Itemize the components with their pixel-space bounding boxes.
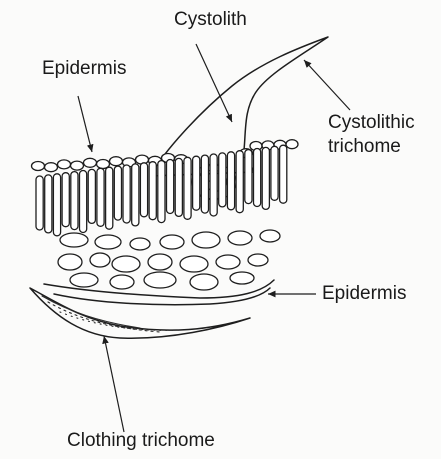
palisade-cell bbox=[80, 171, 87, 233]
palisade-cell bbox=[132, 164, 139, 226]
spongy-cell bbox=[216, 255, 240, 269]
spongy-cell bbox=[110, 275, 134, 289]
spongy-cell bbox=[148, 254, 172, 270]
palisade-cell bbox=[236, 151, 243, 213]
spongy-cell bbox=[228, 231, 252, 245]
epidermis-cell bbox=[286, 140, 298, 149]
spongy-cell bbox=[230, 272, 254, 284]
palisade-cell bbox=[184, 157, 191, 219]
spongy-cell bbox=[260, 230, 280, 242]
spongy-cell bbox=[130, 238, 150, 250]
spongy-cell bbox=[95, 235, 121, 249]
epidermis-cell bbox=[32, 162, 45, 171]
palisade-cell bbox=[210, 154, 217, 216]
epidermis-cell bbox=[58, 160, 71, 169]
palisade-cell bbox=[106, 167, 113, 229]
clothing-trichome-label: Clothing trichome bbox=[67, 430, 215, 452]
epidermis-cell bbox=[71, 161, 84, 170]
palisade-cell bbox=[167, 160, 174, 214]
palisade-cell bbox=[254, 149, 261, 207]
palisade-cell bbox=[97, 168, 104, 226]
palisade-cell bbox=[175, 158, 182, 216]
palisade-cell bbox=[280, 145, 287, 203]
spongy-cell bbox=[144, 272, 176, 288]
epidermis-lower-label: Epidermis bbox=[322, 283, 406, 305]
cystolithic-trichome-label-line1: Cystolithic bbox=[328, 112, 415, 134]
arrow-epidermis-upper bbox=[78, 96, 92, 152]
palisade-cell bbox=[88, 169, 95, 223]
spongy-cell bbox=[58, 254, 82, 270]
arrow-clothing-trichome bbox=[104, 336, 124, 432]
palisade-cell bbox=[149, 162, 156, 220]
epidermis-upper-label: Epidermis bbox=[42, 58, 126, 80]
palisade-cell bbox=[193, 156, 200, 210]
spongy-cell bbox=[190, 274, 218, 290]
palisade-cell bbox=[36, 176, 43, 230]
palisade-cell bbox=[62, 173, 69, 227]
epidermis-cell bbox=[45, 163, 58, 172]
epidermis-cell bbox=[110, 157, 123, 166]
palisade-cell bbox=[262, 147, 269, 209]
palisade-cell bbox=[227, 152, 234, 210]
palisade-cell bbox=[271, 146, 278, 200]
spongy-cell bbox=[90, 253, 110, 267]
arrow-cystolith bbox=[196, 44, 232, 122]
palisade-cell bbox=[140, 163, 147, 217]
spongy-cell bbox=[70, 273, 98, 287]
palisade-cell bbox=[219, 153, 226, 207]
palisade-cell bbox=[158, 161, 165, 223]
arrow-cystolithic-trichome bbox=[304, 60, 350, 110]
spongy-cell bbox=[248, 254, 268, 266]
palisade-cell bbox=[53, 174, 60, 236]
epidermis-cell bbox=[84, 158, 97, 167]
cystolith-label: Cystolith bbox=[174, 9, 247, 31]
palisade-cell bbox=[114, 166, 121, 220]
palisade-cell bbox=[201, 155, 208, 213]
palisade-cell bbox=[71, 172, 78, 230]
spongy-cell bbox=[192, 232, 220, 248]
spongy-cell bbox=[180, 256, 208, 272]
spongy-cell bbox=[60, 233, 88, 247]
spongy-cell bbox=[160, 235, 184, 249]
palisade-cell bbox=[45, 175, 52, 233]
spongy-cell bbox=[112, 256, 140, 272]
spongy-mesophyll bbox=[58, 230, 280, 290]
palisade-cell bbox=[123, 165, 130, 223]
cystolithic-trichome-label-line2: trichome bbox=[328, 136, 401, 158]
palisade-cell bbox=[245, 150, 252, 204]
